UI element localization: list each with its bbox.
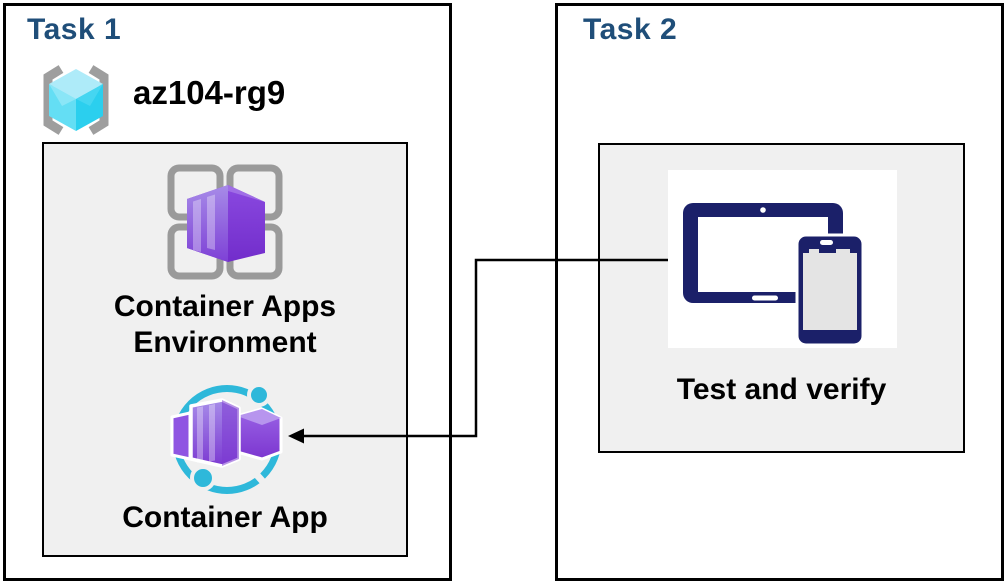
devices-icon-background <box>668 170 897 348</box>
container-apps-environment-icon <box>167 164 283 280</box>
test-and-verify-label: Test and verify <box>676 373 887 406</box>
environment-label: Container Apps Environment <box>113 290 337 359</box>
task1-title: Task 1 <box>27 13 122 46</box>
container-app-icon <box>170 383 283 494</box>
task2-title: Task 2 <box>583 13 678 46</box>
devices-icon <box>683 203 865 347</box>
resource-group-icon <box>43 65 109 135</box>
container-app-label: Container App <box>122 501 328 534</box>
resource-group-name: az104-rg9 <box>133 74 286 111</box>
